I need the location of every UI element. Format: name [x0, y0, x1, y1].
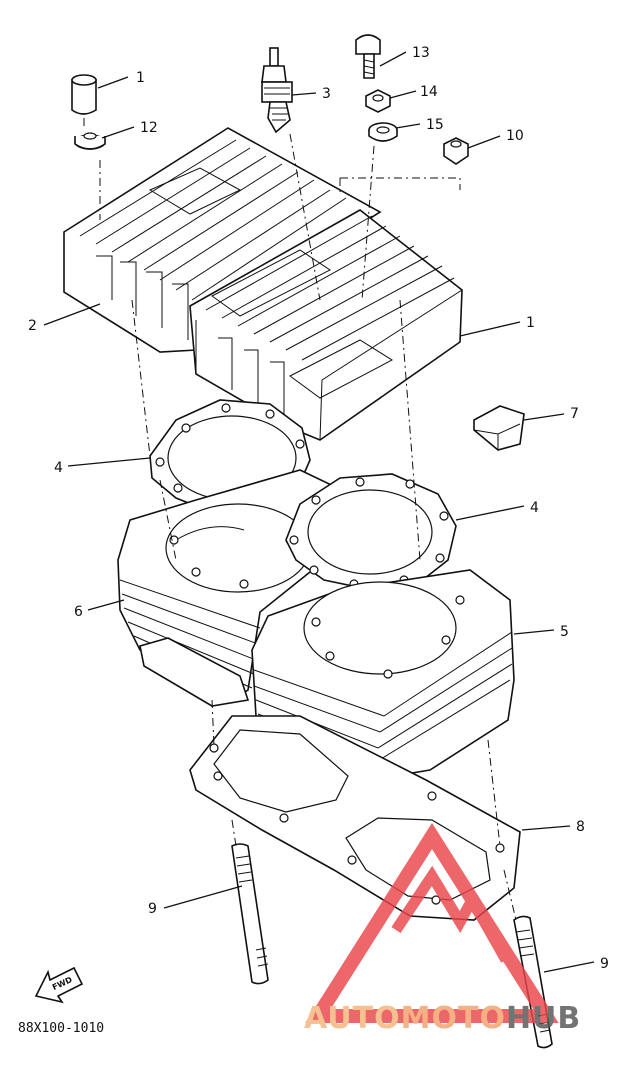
- cap-nut-part: [443, 137, 469, 165]
- watermark: AUTOMOTOHUB: [304, 822, 581, 1036]
- stud-bolt-left: [231, 843, 269, 985]
- watermark-brand: AUTOMOTOHUB: [304, 1001, 581, 1036]
- watermark-moto: MOTO: [401, 1001, 506, 1036]
- callout-3-spark-plug: 3: [322, 86, 331, 102]
- alignment-lines: [83, 118, 517, 921]
- callout-4-gasket-front: 4: [530, 500, 539, 516]
- spark-plug-part: [261, 47, 293, 134]
- callout-9-stud-left: 9: [148, 901, 157, 917]
- callout-7-bracket: 7: [570, 406, 579, 422]
- watermark-triangle-logo: [305, 822, 559, 1023]
- callout-9-stud-right: 9: [600, 956, 609, 972]
- bolt-part: [355, 34, 381, 79]
- cylinder-head-front: [189, 209, 463, 441]
- callout-14-nut: 14: [420, 84, 438, 100]
- watermark-hub: HUB: [506, 1001, 581, 1036]
- callout-8-base-gasket: 8: [576, 819, 585, 835]
- nut-part: [365, 89, 391, 113]
- callout-13-bolt: 13: [412, 45, 430, 61]
- watermark-auto: AUTO: [304, 1001, 401, 1036]
- callout-15-washer: 15: [426, 117, 444, 133]
- leader-lines: [43, 51, 595, 973]
- head-gasket-front: [285, 473, 457, 591]
- callout-5-cylinder-front: 5: [560, 624, 569, 640]
- callout-1-collar: 1: [136, 70, 145, 86]
- diagram-code: 88X100-1010: [18, 1021, 104, 1036]
- callout-6-cylinder-rear: 6: [74, 604, 83, 620]
- callout-12-washer: 12: [140, 120, 158, 136]
- callout-labels: 1 12 3 13 14 15 10 2 1 7 4 4 6 5 8 9 9: [28, 45, 609, 972]
- forward-direction-arrow: FWD: [34, 966, 84, 1004]
- washer-part: [74, 132, 106, 150]
- callout-2-head-rear: 2: [28, 318, 37, 334]
- collar-part: [71, 74, 97, 115]
- callout-1-head-front: 1: [526, 315, 535, 331]
- bracket-part: [473, 405, 525, 451]
- flat-washer-part: [368, 122, 398, 142]
- callout-10-cap-nut: 10: [506, 128, 524, 144]
- callout-4-gasket-rear: 4: [54, 460, 63, 476]
